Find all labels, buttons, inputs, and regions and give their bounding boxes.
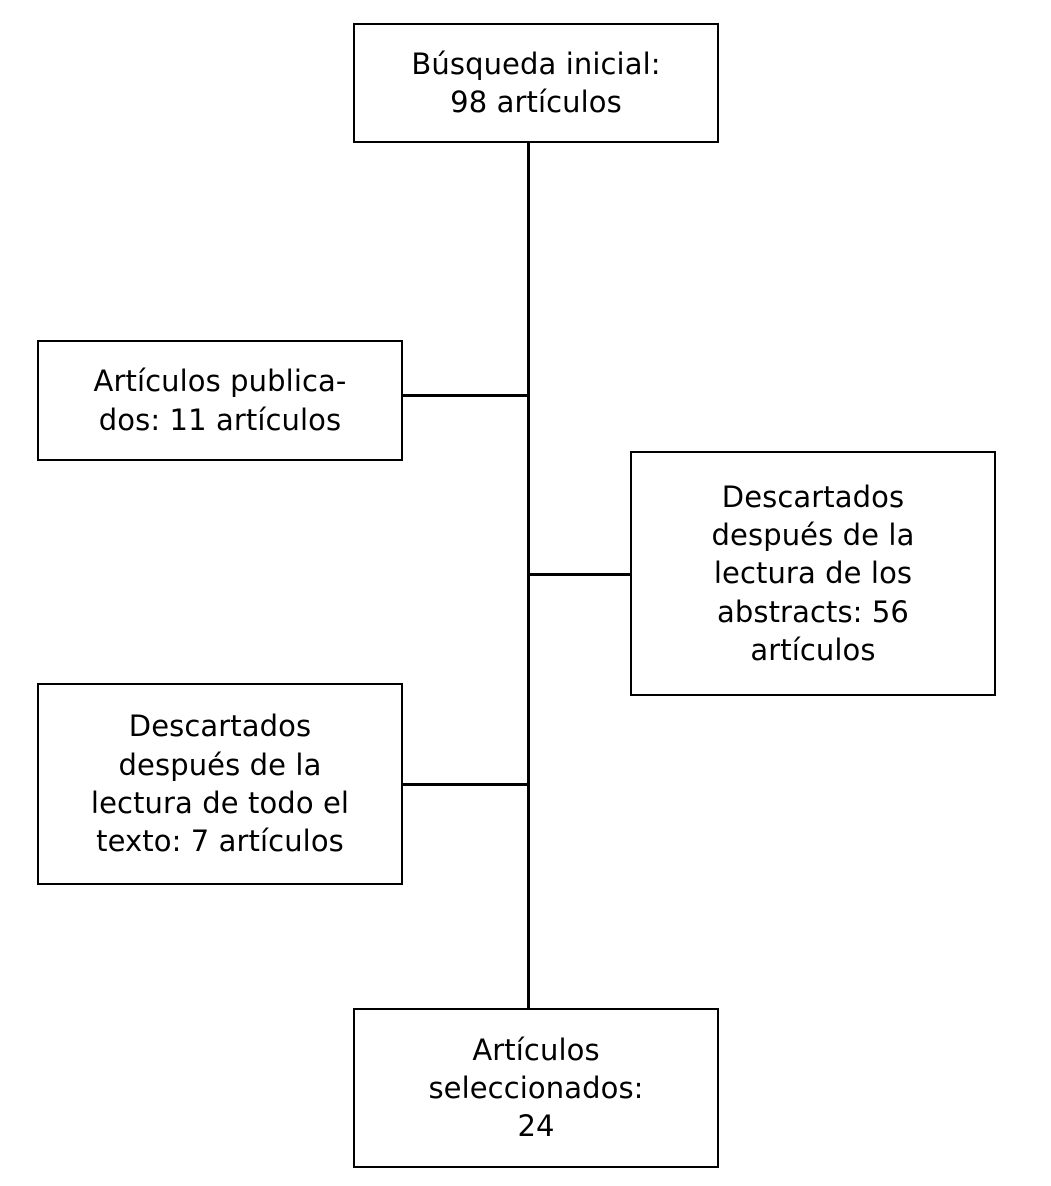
selected-articles-box: Artículos seleccionados: 24 bbox=[353, 1008, 719, 1168]
published-articles-label: Artículos publica- dos: 11 artículos bbox=[93, 364, 347, 437]
initial-search-box: Búsqueda inicial: 98 artículos bbox=[353, 23, 719, 143]
discarded-after-abstracts-label: Descartados después de la lectura de los… bbox=[711, 479, 915, 667]
connector-branch-discarded-abstracts bbox=[527, 573, 632, 576]
connector-branch-discarded-fulltext bbox=[401, 783, 529, 786]
discarded-after-abstracts-box: Descartados después de la lectura de los… bbox=[630, 451, 996, 696]
discarded-after-fulltext-label: Descartados después de la lectura de tod… bbox=[90, 709, 350, 859]
discarded-after-fulltext-box: Descartados después de la lectura de tod… bbox=[37, 683, 403, 885]
published-articles-box: Artículos publica- dos: 11 artículos bbox=[37, 340, 403, 461]
selected-articles-label: Artículos seleccionados: 24 bbox=[428, 1032, 644, 1144]
connector-branch-published bbox=[401, 394, 529, 397]
initial-search-label: Búsqueda inicial: 98 artículos bbox=[411, 46, 661, 119]
